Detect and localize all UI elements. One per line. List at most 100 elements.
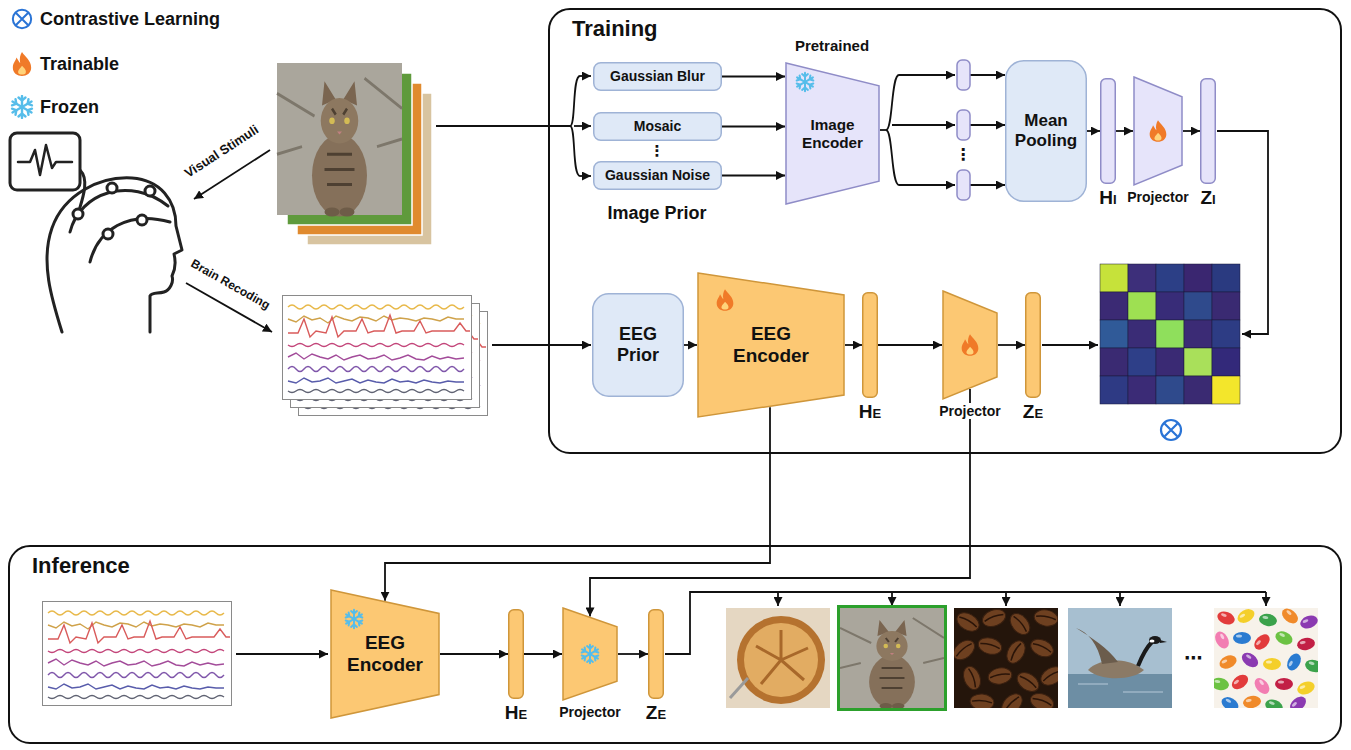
node-caption: ZE <box>1021 401 1045 423</box>
legend-item: Trainable <box>40 54 119 75</box>
connector-arrow <box>618 653 648 655</box>
box-outline <box>593 294 684 397</box>
connector-arrow <box>440 653 508 655</box>
connector-arrow <box>722 175 785 177</box>
box-shape <box>862 292 878 398</box>
node-caption: HE <box>857 401 883 423</box>
legend-text: Contrastive Learning <box>40 9 220 30</box>
trapezoid-outline <box>698 273 844 417</box>
trapezoid-shape <box>562 607 618 701</box>
box-outline <box>863 293 878 398</box>
node-caption: Projector <box>937 403 1002 419</box>
trapezoid-outline <box>1134 77 1182 185</box>
panel-heading: Training <box>572 16 658 41</box>
frozen-icon <box>345 610 364 628</box>
box-shape <box>1200 78 1216 184</box>
connector-arrow <box>684 344 697 346</box>
annotation-label: Pretrained <box>795 37 869 54</box>
frozen-icon <box>796 73 815 91</box>
ellipsis-mark: ⋯ <box>1184 649 1202 667</box>
legend-text: Trainable <box>40 54 119 75</box>
node-label: EEG Encoder <box>726 323 816 367</box>
trapezoid-outline <box>786 63 879 204</box>
connector-arrow <box>878 344 942 346</box>
label-holder: Visual Stimuli <box>182 123 261 182</box>
node-label: EEG Encoder <box>340 632 430 676</box>
connector-arrow <box>998 344 1025 346</box>
arrow-label: Visual Stimuli <box>182 123 261 182</box>
box-shape <box>508 609 524 699</box>
connector-arrow <box>590 389 970 616</box>
label-holder: Image Prior <box>607 203 706 224</box>
legend-item: Contrastive Learning <box>40 9 220 30</box>
feature-bar: ZE <box>648 609 664 699</box>
trapezoid-outline <box>563 608 617 700</box>
eeg-stack <box>283 296 488 416</box>
connector-arrow <box>845 344 862 346</box>
eeg-recording <box>43 602 232 706</box>
encoder-trapezoid: EEG Encoder <box>330 589 440 719</box>
box-outline <box>649 610 664 699</box>
panel-frame: InferenceEEG EncoderHEProjectorZE <box>8 545 1342 744</box>
prior-box: Gaussian Blur <box>593 62 722 91</box>
trainable-icon <box>717 289 734 311</box>
box-outline <box>509 610 524 699</box>
legend-item: Frozen <box>40 97 99 118</box>
contrastive-symbol <box>1161 420 1181 440</box>
connector-arrow <box>1183 130 1200 132</box>
node-label: Image Encoder <box>791 116 875 151</box>
feature-bar: HE <box>862 292 878 398</box>
node-label: Mean Pooling <box>1011 111 1081 150</box>
legend-text: Frozen <box>40 97 99 118</box>
box-outline <box>1201 79 1216 184</box>
box-shape <box>1025 292 1041 398</box>
node-caption: HE <box>503 702 529 724</box>
connector-arrow <box>1116 130 1133 132</box>
similarity-matrix <box>1100 264 1240 404</box>
candidate-images <box>726 606 1324 719</box>
trapezoid-outline <box>943 291 997 399</box>
panel-heading: Inference <box>32 553 130 578</box>
trapezoid-outline <box>331 590 439 718</box>
box-outline <box>1026 293 1041 398</box>
group-label: Image Prior <box>607 203 706 224</box>
box-shape <box>648 609 664 699</box>
trapezoid-shape <box>1133 76 1183 186</box>
box-outline <box>594 63 722 91</box>
box-outline <box>1101 79 1116 184</box>
token-bars <box>957 60 970 200</box>
stimulus-stack <box>277 63 432 245</box>
trapezoid-shape <box>942 290 998 400</box>
encoder-trapezoid: EEG Encoder <box>697 272 845 418</box>
connector-arrow <box>385 407 770 601</box>
label-holder: Pretrained <box>795 37 869 54</box>
node-label: Mosaic <box>634 118 681 134</box>
label-holder: ⋮ <box>650 144 665 159</box>
feature-bar: ZI <box>1200 78 1216 184</box>
trainable-icon <box>1150 120 1167 142</box>
node-label: Gaussian Noise <box>605 167 710 183</box>
frozen-icon <box>581 645 600 663</box>
node-label: Gaussian Blur <box>610 68 705 84</box>
layout-arrows <box>186 75 1268 654</box>
connector-arrow <box>722 126 785 128</box>
encoder-trapezoid: Image Encoder <box>785 62 880 205</box>
node-caption: ZE <box>644 702 668 724</box>
feature-bar: HI <box>1100 78 1116 184</box>
head-illustration <box>10 133 182 332</box>
box-shape <box>1100 78 1116 184</box>
box-outline <box>594 162 722 190</box>
projector-trapezoid: Projector <box>562 607 618 701</box>
node-caption: HI <box>1097 187 1118 209</box>
prior-box: EEG Prior <box>592 293 684 397</box>
feature-bar: ZE <box>1025 292 1041 398</box>
panel-frame: TrainingGaussian BlurMosaicGaussian Nois… <box>548 8 1342 454</box>
node-label: EEG Prior <box>598 324 678 365</box>
projector-trapezoid: Projector <box>1133 76 1183 186</box>
feature-bar: HE <box>508 609 524 699</box>
connector-arrow <box>524 653 562 655</box>
box-outline <box>594 113 722 141</box>
node-caption: ZI <box>1198 187 1217 209</box>
node-caption: Projector <box>557 704 622 720</box>
